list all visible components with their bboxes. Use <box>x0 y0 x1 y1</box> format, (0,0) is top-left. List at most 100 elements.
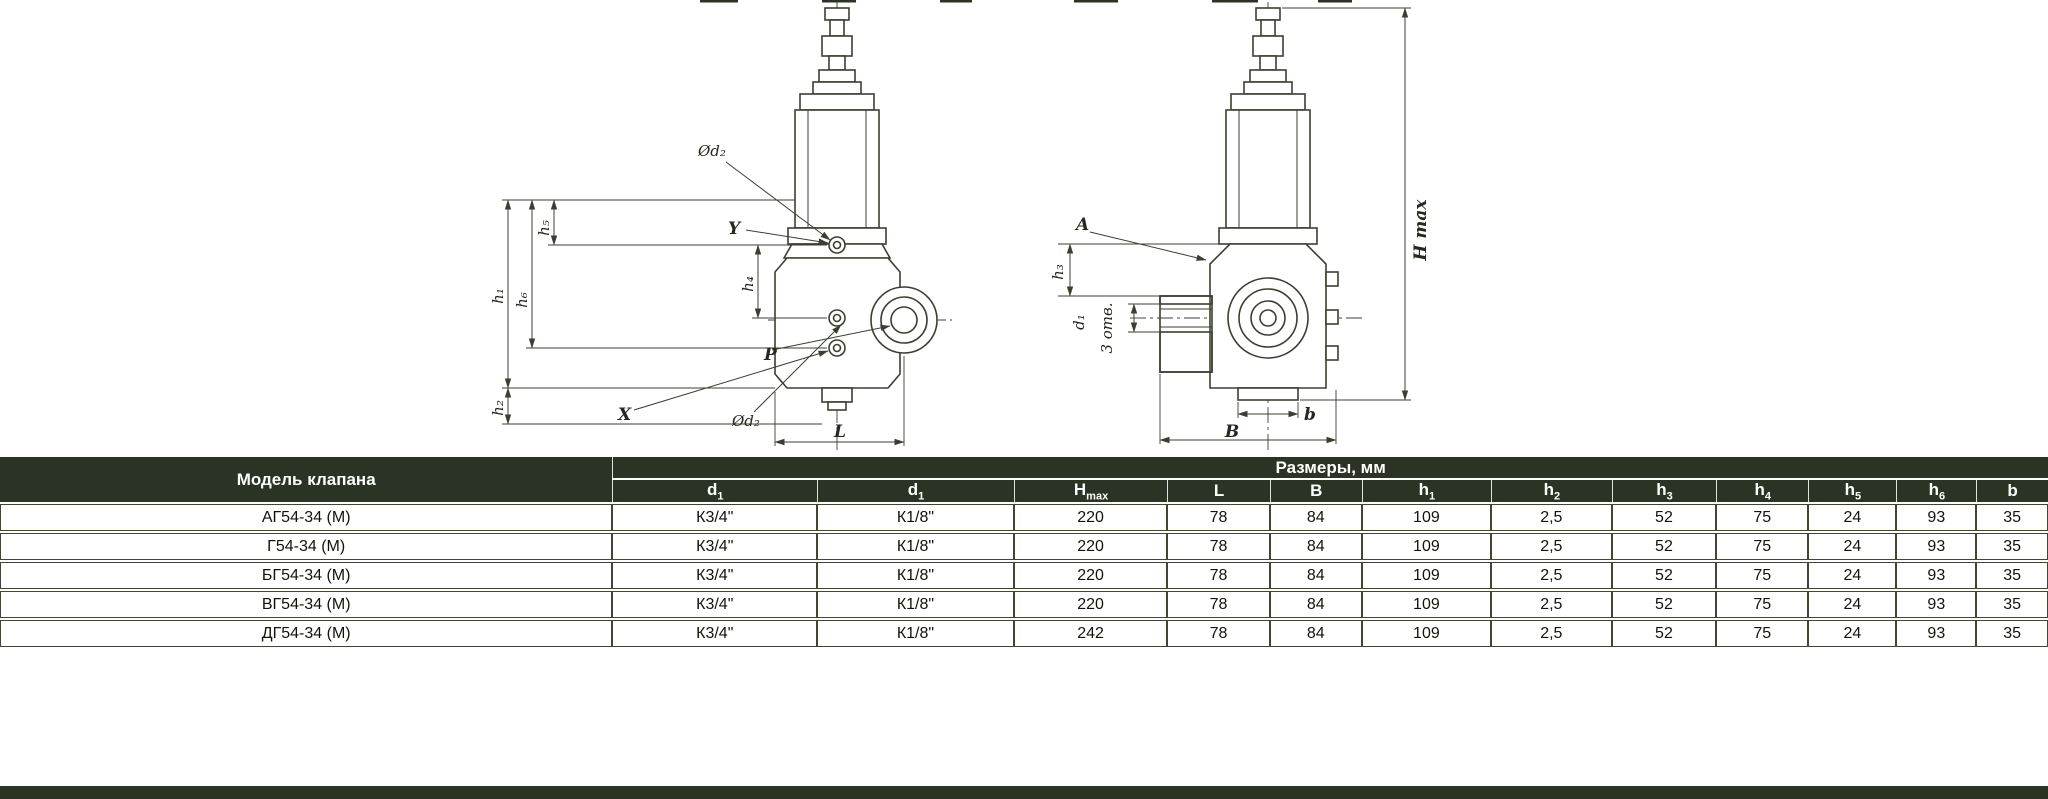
label-p-mark: P <box>763 345 778 365</box>
value-cell: 75 <box>1716 504 1809 532</box>
front-dimension-lines <box>502 161 905 446</box>
value-cell: 78 <box>1167 591 1270 619</box>
value-cell: 52 <box>1611 533 1717 561</box>
value-cell: 84 <box>1269 591 1362 619</box>
model-cell: АГ54-34 (М) <box>0 504 613 532</box>
value-cell: 35 <box>1976 591 2048 619</box>
value-cell: 75 <box>1716 620 1809 648</box>
label-h1: h₁ <box>489 288 507 304</box>
side-foot <box>1237 387 1299 401</box>
value-cell: 109 <box>1361 591 1491 619</box>
value-cell: 52 <box>1611 504 1717 532</box>
value-cell: 78 <box>1167 562 1270 590</box>
value-cell: 220 <box>1013 562 1168 590</box>
label-phi-d2-bottom: Ød₂ <box>731 412 760 430</box>
value-cell: 109 <box>1361 562 1491 590</box>
value-cell: 52 <box>1611 620 1717 648</box>
model-cell: ВГ54-34 (М) <box>0 591 613 619</box>
value-cell: 2,5 <box>1490 504 1612 532</box>
col-header-l: L <box>1167 480 1270 503</box>
value-cell: 2,5 <box>1490 591 1612 619</box>
value-cell: К1/8" <box>817 591 1014 619</box>
value-cell: 35 <box>1976 562 2048 590</box>
label-h2: h₂ <box>489 400 507 416</box>
value-cell: 220 <box>1013 504 1168 532</box>
value-cell: К1/8" <box>817 504 1014 532</box>
side-boss-outer <box>1227 277 1309 359</box>
value-cell: 52 <box>1611 562 1717 590</box>
value-cell: 78 <box>1167 533 1270 561</box>
value-cell: 93 <box>1896 620 1977 648</box>
label-foot-b: b <box>1304 405 1316 425</box>
label-h-max: H max <box>1411 199 1431 262</box>
front-spring-cap <box>782 93 892 259</box>
value-cell: 78 <box>1167 620 1270 648</box>
label-length-l: L <box>833 422 846 442</box>
label-section-a: A <box>1074 215 1089 235</box>
value-cell: 93 <box>1896 562 1977 590</box>
value-cell: 2,5 <box>1490 620 1612 648</box>
side-valve-body <box>1159 243 1339 401</box>
sizes-group-header: Размеры, мм <box>612 457 2048 478</box>
value-cell: К1/8" <box>817 620 1014 648</box>
value-cell: 84 <box>1269 504 1362 532</box>
model-column-header: Модель клапана <box>0 457 613 503</box>
model-cell: БГ54-34 (М) <box>0 562 613 590</box>
col-header-h6: h6 <box>1896 480 1977 503</box>
side-adjusting-stem <box>1243 7 1293 95</box>
label-h3: h₃ <box>1049 264 1067 280</box>
value-cell: К3/4" <box>612 620 818 648</box>
side-dimension-lines <box>1058 7 1411 444</box>
value-cell: 24 <box>1808 504 1897 532</box>
label-width-b: B <box>1224 422 1239 442</box>
side-spring-cap <box>1218 93 1318 245</box>
value-cell: 93 <box>1896 504 1977 532</box>
value-cell: 93 <box>1896 533 1977 561</box>
col-header-h1: h1 <box>1361 480 1491 503</box>
front-view: Ød₂ Y h₅ h₆ h₁ h₂ h₄ P X Ød₂ L <box>489 2 952 452</box>
value-cell: 220 <box>1013 533 1168 561</box>
value-cell: К3/4" <box>612 504 818 532</box>
value-cell: К3/4" <box>612 591 818 619</box>
col-header-h5: h5 <box>1808 480 1897 503</box>
value-cell: К3/4" <box>612 533 818 561</box>
side-view: h₃ A d₁ 3 отв. H max b B <box>1049 2 1431 452</box>
valve-drawings: Ød₂ Y h₅ h₆ h₁ h₂ h₄ P X Ød₂ L <box>489 0 1431 452</box>
value-cell: 84 <box>1269 562 1362 590</box>
value-cell: 2,5 <box>1490 562 1612 590</box>
label-h6: h₆ <box>513 292 531 308</box>
value-cell: 24 <box>1808 591 1897 619</box>
value-cell: 109 <box>1361 620 1491 648</box>
label-y-mark: Y <box>728 219 742 239</box>
value-cell: 75 <box>1716 591 1809 619</box>
label-holes-note: 3 отв. <box>1098 302 1116 353</box>
bottom-section-bar <box>0 786 2048 799</box>
value-cell: 24 <box>1808 533 1897 561</box>
valve-drawing-area: Ød₂ Y h₅ h₆ h₁ h₂ h₄ P X Ød₂ L <box>489 0 1431 452</box>
model-cell: Г54-34 (М) <box>0 533 613 561</box>
value-cell: 52 <box>1611 591 1717 619</box>
value-cell: 93 <box>1896 591 1977 619</box>
front-valve-body <box>774 236 938 411</box>
value-cell: 75 <box>1716 562 1809 590</box>
side-inlet-hatch-bottom <box>1159 331 1213 373</box>
value-cell: 35 <box>1976 504 2048 532</box>
value-cell: 24 <box>1808 562 1897 590</box>
col-header-b: b <box>1976 480 2048 503</box>
front-adjusting-stem <box>812 7 862 95</box>
label-h5: h₅ <box>535 220 553 236</box>
model-cell: ДГ54-34 (М) <box>0 620 613 648</box>
side-inlet-hatch-top <box>1159 295 1213 305</box>
value-cell: 35 <box>1976 533 2048 561</box>
value-cell: К3/4" <box>612 562 818 590</box>
front-hole-lower <box>828 339 846 357</box>
col-header-h3: h3 <box>1611 480 1717 503</box>
label-phi-d2-top: Ød₂ <box>697 142 726 160</box>
